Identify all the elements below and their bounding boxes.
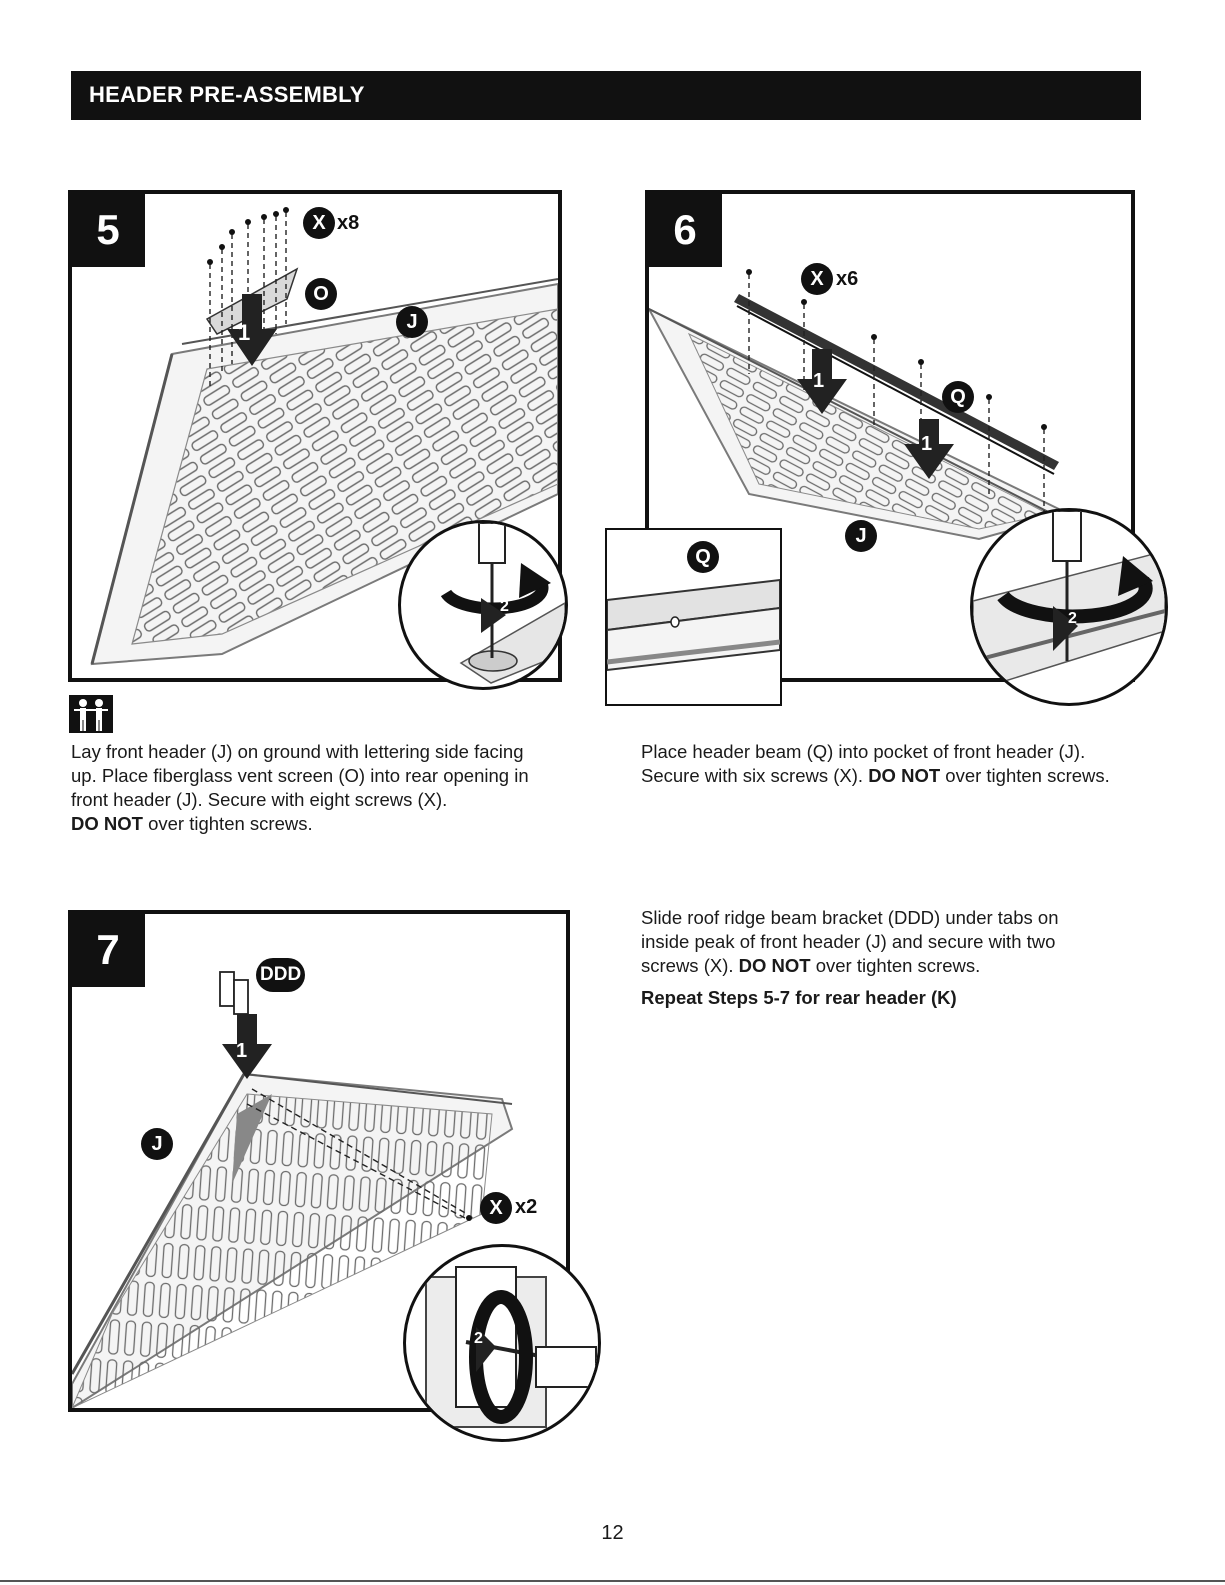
section-title: HEADER PRE-ASSEMBLY — [89, 82, 365, 107]
step5-detail-circle — [398, 520, 568, 690]
step7-callout-header: J — [141, 1128, 173, 1160]
step6-arrow-1-label: 1 — [813, 370, 825, 392]
step7-instructions: Slide roof ridge beam bracket (DDD) unde… — [641, 906, 1151, 1010]
step5-illustration-frame — [68, 190, 562, 682]
step5-arrow-2-label: 2 — [500, 598, 509, 615]
step6-callout-beam: Q — [942, 381, 974, 413]
step6-warning-bold: DO NOT — [868, 765, 941, 786]
two-person-icon — [69, 695, 113, 733]
step5-warning-bold: DO NOT — [71, 813, 143, 834]
step6-number-badge: 6 — [648, 193, 722, 267]
step7-callout-bracket: DDD — [256, 958, 306, 992]
step6-inset-callout-beam: Q — [687, 541, 719, 573]
step7-repeat-note: Repeat Steps 5-7 for rear header (K) — [641, 987, 957, 1008]
step5-text-line: front header (J). Secure with eight scre… — [71, 789, 448, 810]
step7-arrow-2-label: 2 — [474, 1330, 483, 1347]
step5-warning-line: DO NOT over tighten screws. — [71, 812, 571, 836]
step5-number-badge: 5 — [71, 193, 145, 267]
step6-text-line-with-warning: Secure with six screws (X). DO NOT over … — [641, 764, 1151, 788]
step5-instructions: Lay front header (J) on ground with lett… — [71, 740, 571, 836]
step6-text-line: Place header beam (Q) into pocket of fro… — [641, 741, 1086, 762]
step7-warning-bold: DO NOT — [738, 955, 811, 976]
step5-text-line: Lay front header (J) on ground with lett… — [71, 741, 524, 762]
step5-callout-screw: X — [303, 207, 335, 239]
step7-arrow-1-label: 1 — [236, 1040, 248, 1062]
step7-detail-circle — [403, 1244, 601, 1442]
step5-text-line: up. Place fiberglass vent screen (O) int… — [71, 765, 529, 786]
step6-arrow-2-label: 2 — [1068, 610, 1077, 627]
step6-header-illustration — [649, 269, 1131, 555]
step6-instructions: Place header beam (Q) into pocket of fro… — [641, 740, 1151, 788]
step7-text-line: screws (X). — [641, 955, 739, 976]
step5-callout-screen: O — [305, 278, 337, 310]
bottom-rule — [0, 1580, 1225, 1582]
step6-warning-rest: over tighten screws. — [940, 765, 1110, 786]
step7-text-line-with-warning: screws (X). DO NOT over tighten screws. — [641, 954, 1151, 978]
step7-text-line: Slide roof ridge beam bracket (DDD) unde… — [641, 907, 1059, 928]
page-number: 12 — [601, 1522, 624, 1544]
step5-screw-quantity: x8 — [337, 212, 360, 234]
step7-warning-rest: over tighten screws. — [810, 955, 981, 976]
step5-callout-header: J — [396, 306, 428, 338]
step6-arrow-1-label: 1 — [921, 433, 933, 455]
step5-warning-rest: over tighten screws. — [142, 813, 313, 834]
step7-callout-screw: X — [480, 1192, 512, 1224]
step7-number-badge: 7 — [71, 913, 145, 987]
step7-header-illustration — [72, 971, 514, 1408]
step6-callout-screw: X — [801, 263, 833, 295]
step7-text-line: inside peak of front header (J) and secu… — [641, 931, 1056, 952]
step5-header-illustration — [90, 207, 558, 666]
step6-screw-quantity: x6 — [836, 268, 859, 290]
step6-text-line: Secure with six screws (X). — [641, 765, 869, 786]
section-header-bar: HEADER PRE-ASSEMBLY — [71, 71, 1141, 120]
step6-callout-header: J — [845, 520, 877, 552]
step5-arrow-1-label: 1 — [238, 320, 251, 345]
step6-detail-circle — [970, 508, 1168, 706]
step7-screw-quantity: x2 — [515, 1196, 538, 1218]
